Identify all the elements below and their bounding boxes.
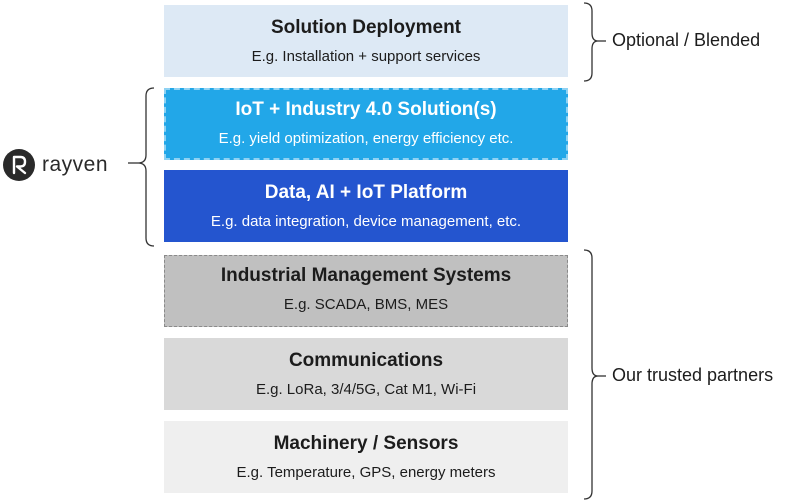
layer-platform: Data, AI + IoT Platform E.g. data integr… bbox=[164, 170, 568, 242]
layer-solution-deployment: Solution Deployment E.g. Installation + … bbox=[164, 5, 568, 77]
layer-management-systems: Industrial Management Systems E.g. SCADA… bbox=[164, 255, 568, 327]
layer-title: Industrial Management Systems bbox=[220, 265, 512, 286]
layer-title: Solution Deployment bbox=[271, 17, 461, 38]
layer-title: IoT + Industry 4.0 Solution(s) bbox=[235, 99, 497, 120]
layer-machinery-sensors: Machinery / Sensors E.g. Temperature, GP… bbox=[164, 421, 568, 493]
layer-title: Communications bbox=[288, 350, 444, 371]
layer-iot-solutions: IoT + Industry 4.0 Solution(s) E.g. yiel… bbox=[164, 88, 568, 160]
optional-label: Optional / Blended bbox=[612, 30, 761, 50]
layer-subtitle: E.g. Temperature, GPS, energy meters bbox=[236, 464, 496, 481]
logo-text: rayven bbox=[42, 153, 109, 176]
layer-subtitle: E.g. yield optimization, energy efficien… bbox=[218, 130, 514, 147]
layer-subtitle: E.g. Installation + support services bbox=[251, 48, 481, 65]
partners-bracket bbox=[583, 249, 599, 500]
optional-bracket bbox=[583, 2, 599, 82]
layer-title: Data, AI + IoT Platform bbox=[264, 182, 468, 203]
layer-communications: Communications E.g. LoRa, 3/4/5G, Cat M1… bbox=[164, 338, 568, 410]
layer-subtitle: E.g. data integration, device management… bbox=[210, 213, 522, 230]
partners-label: Our trusted partners bbox=[612, 365, 774, 385]
layer-subtitle: E.g. SCADA, BMS, MES bbox=[283, 296, 449, 313]
rayven-logo: rayven bbox=[2, 148, 108, 182]
layer-title: Machinery / Sensors bbox=[273, 433, 459, 454]
rayven-logo-icon bbox=[3, 149, 35, 181]
rayven-bracket bbox=[137, 87, 155, 247]
layer-subtitle: E.g. LoRa, 3/4/5G, Cat M1, Wi-Fi bbox=[255, 381, 477, 398]
